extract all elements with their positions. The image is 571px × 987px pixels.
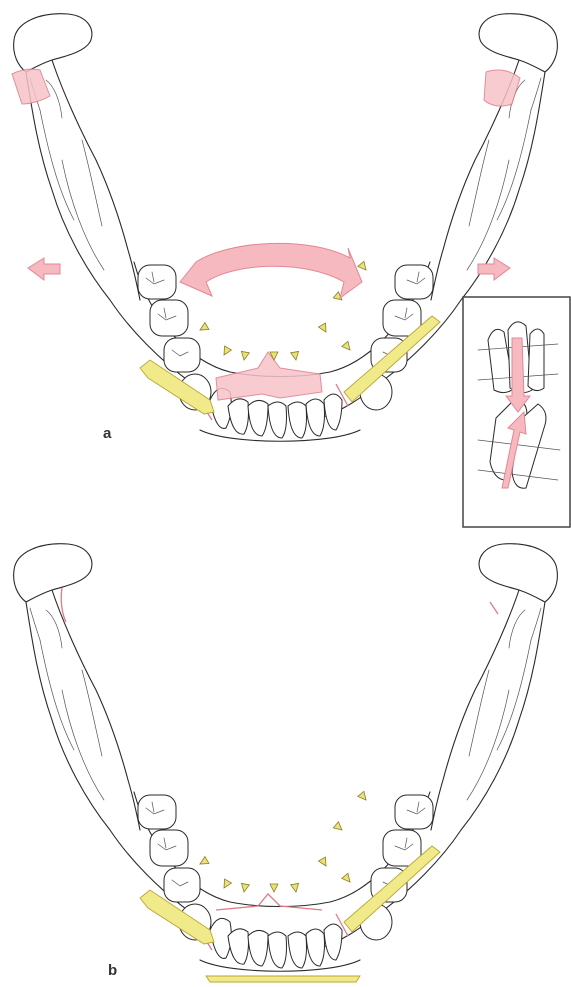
condyle-fracture-left [12, 69, 50, 104]
inset-occlusion-detail [463, 297, 570, 527]
anterior-teeth-b [200, 918, 360, 971]
panel-label-a: a [103, 425, 111, 442]
splay-arrow-right [478, 258, 510, 280]
panel-label-b: b [108, 962, 117, 979]
symphysis-fracture [216, 352, 322, 400]
arch-screws-b [198, 791, 369, 892]
rotation-arrow [180, 243, 362, 298]
plate-chin-b [206, 976, 360, 982]
panel-b-mandible [14, 544, 558, 982]
condyle-fracture-right [484, 70, 520, 106]
splay-arrow-left [28, 258, 60, 280]
